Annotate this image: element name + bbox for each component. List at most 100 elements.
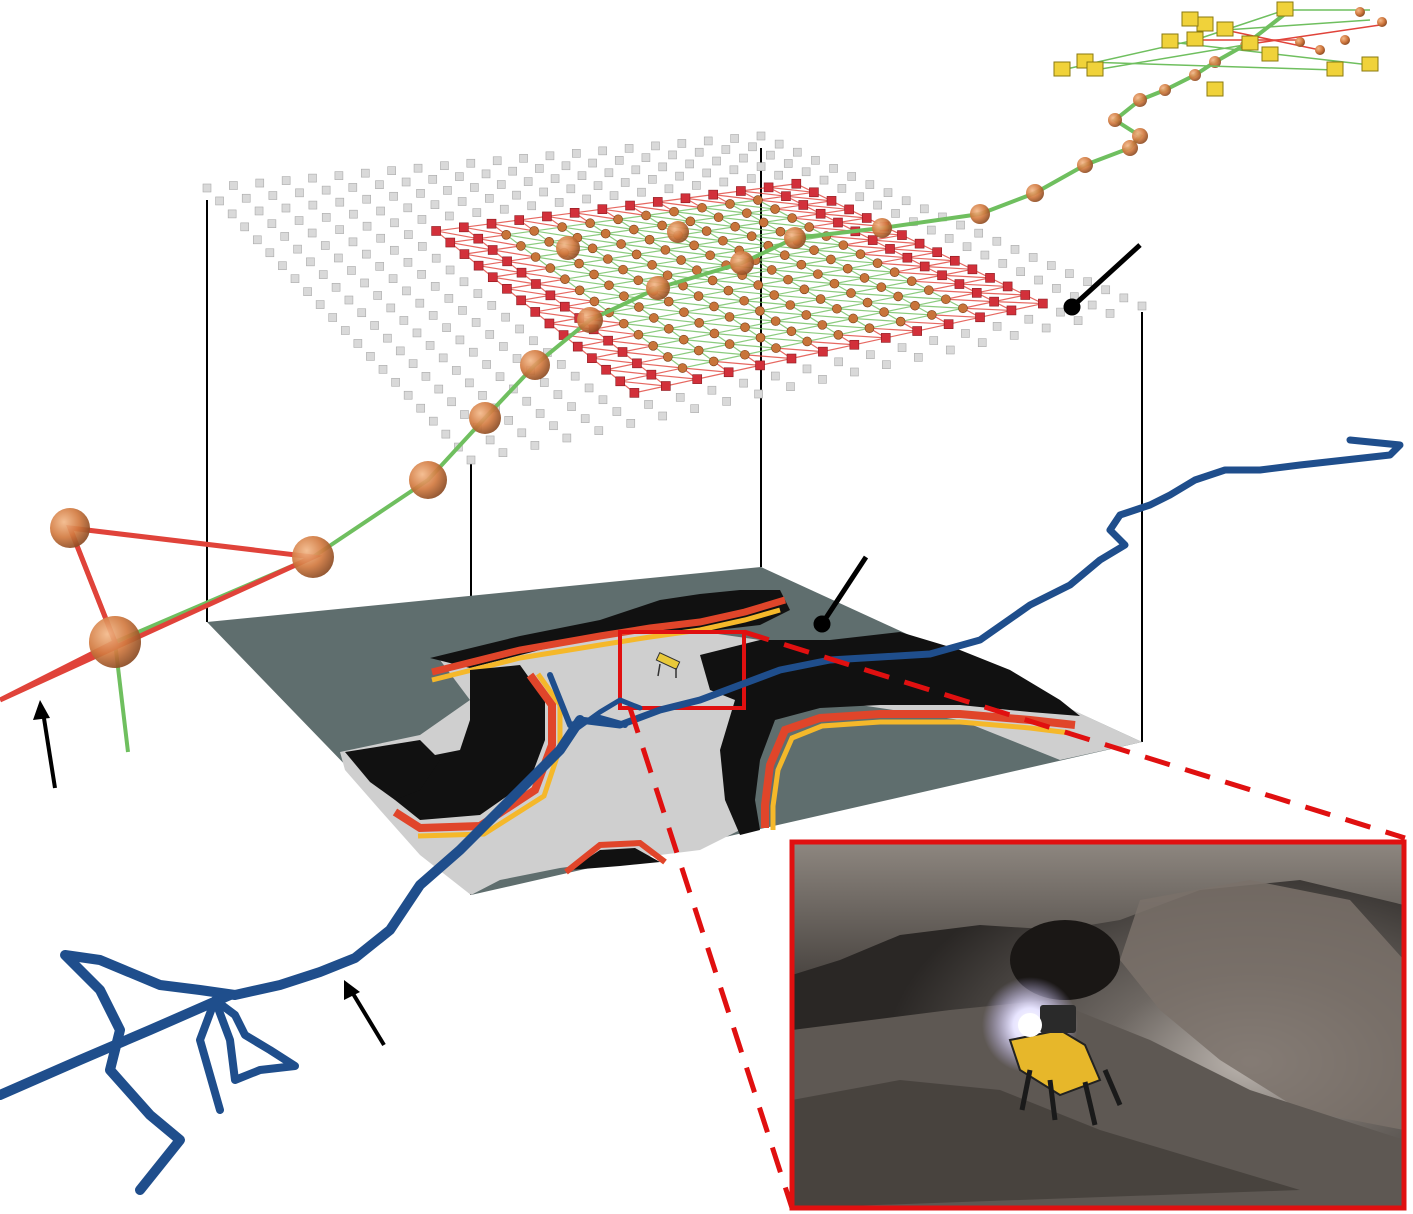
grid-node-free xyxy=(779,250,790,260)
grid-node-free xyxy=(587,243,598,254)
grid-edge xyxy=(838,327,870,336)
grid-node-free xyxy=(574,285,585,296)
grid-edge xyxy=(622,264,653,271)
grid-node-free xyxy=(906,276,917,287)
grid-cell-unknown xyxy=(1073,316,1083,325)
grid-edge xyxy=(894,271,943,276)
grid-cell-unknown xyxy=(508,166,517,176)
grid-cell-unknown xyxy=(612,407,622,416)
grid-cell-unknown xyxy=(303,287,312,296)
grid-node-free xyxy=(693,345,704,356)
grid-cell-unknown xyxy=(919,204,929,214)
grid-edge xyxy=(864,277,912,282)
grid-cell-unknown xyxy=(593,181,603,190)
grid-edge xyxy=(807,334,839,343)
grid-node-free xyxy=(804,222,815,232)
grid-edge xyxy=(792,217,839,224)
grid-edge xyxy=(722,240,769,247)
grid-node-free xyxy=(775,226,786,237)
grid-node-free xyxy=(631,249,642,260)
grid-edge xyxy=(877,262,925,268)
grid-edge xyxy=(713,194,759,201)
grid-cell-unknown xyxy=(460,410,469,419)
grid-cell-unknown xyxy=(430,200,440,209)
grid-cell-unknown xyxy=(485,194,494,203)
frontier-node xyxy=(1326,61,1344,77)
grid-edge xyxy=(605,362,638,371)
grid-cell-unknown xyxy=(334,253,343,263)
grid-edge xyxy=(714,332,761,339)
grid-edge xyxy=(706,230,752,237)
graph-node-sphere xyxy=(1295,37,1305,47)
grid-cell-unknown xyxy=(321,213,331,222)
grid-edge xyxy=(520,299,565,308)
grid-cell-unknown xyxy=(774,170,783,180)
grid-node-free xyxy=(833,330,844,340)
grid-node-free xyxy=(708,356,719,367)
grid-cell-unknown xyxy=(553,390,563,399)
grid-edge xyxy=(867,295,899,304)
grid-cell-unknown xyxy=(648,175,657,184)
grid-edge xyxy=(638,300,669,308)
grid-edge xyxy=(917,323,949,332)
grid-edge xyxy=(668,322,700,330)
grid-edge xyxy=(928,289,977,294)
grid-edge xyxy=(742,269,772,276)
grid-cell-unknown xyxy=(335,197,345,207)
grid-edge xyxy=(535,256,580,265)
grid-edge xyxy=(564,278,610,286)
grid-edge xyxy=(713,305,760,312)
grid-cell-unknown xyxy=(1034,275,1043,285)
grid-edge xyxy=(593,328,639,336)
grid-edge xyxy=(771,269,818,275)
grid-cell-unknown xyxy=(413,163,423,173)
grid-cell-unknown xyxy=(594,426,604,435)
grid-cell-unknown xyxy=(362,194,372,204)
grid-edge xyxy=(478,265,522,274)
grid-cell-unknown xyxy=(428,174,438,184)
grid-cell-occupied xyxy=(943,319,954,329)
grid-cell-occupied xyxy=(989,296,999,307)
grid-edge xyxy=(506,288,551,296)
grid-node-free xyxy=(585,218,595,229)
grid-node-free xyxy=(958,303,968,314)
grid-node-free xyxy=(641,210,651,221)
grid-edge xyxy=(521,272,566,280)
grid-cell-unknown xyxy=(1028,253,1038,262)
grid-cell-occupied xyxy=(692,374,703,384)
grid-cell-unknown xyxy=(873,200,882,210)
grid-cell-occupied xyxy=(826,196,837,206)
grid-edge xyxy=(751,231,781,237)
grid-edge xyxy=(806,308,838,316)
grid-edge xyxy=(885,330,918,339)
frontier-node xyxy=(1216,21,1234,37)
grid-node-free xyxy=(677,363,688,373)
frontier-node xyxy=(1206,81,1224,97)
grid-cell-unknown xyxy=(501,312,510,322)
grid-cell-unknown xyxy=(1101,285,1111,295)
grid-cell-unknown xyxy=(584,383,594,393)
grid-node-free xyxy=(694,318,704,328)
grid-cell-unknown xyxy=(1065,269,1074,278)
grid-edge xyxy=(651,259,682,266)
grid-edge xyxy=(759,357,792,366)
grid-edge xyxy=(492,276,537,285)
grid-edge xyxy=(976,292,1026,296)
grid-edge xyxy=(694,244,740,252)
grid-cell-unknown xyxy=(515,324,524,334)
grid-edge xyxy=(924,265,973,270)
grid-edge xyxy=(804,288,852,294)
grid-edge xyxy=(945,298,995,303)
grid-edge xyxy=(602,208,647,217)
grid-cell-occupied xyxy=(736,186,746,196)
grid-edge xyxy=(564,273,595,280)
grid-edge xyxy=(836,301,868,310)
grid-node-free xyxy=(724,312,735,322)
grid-cell-unknown xyxy=(561,161,571,171)
grid-node-free xyxy=(676,255,686,265)
grid-edge xyxy=(673,211,719,218)
grid-cell-unknown xyxy=(962,242,972,252)
graph-node-sphere xyxy=(520,350,550,380)
grid-cell-unknown xyxy=(1010,245,1020,254)
grid-cell-unknown xyxy=(519,153,528,163)
